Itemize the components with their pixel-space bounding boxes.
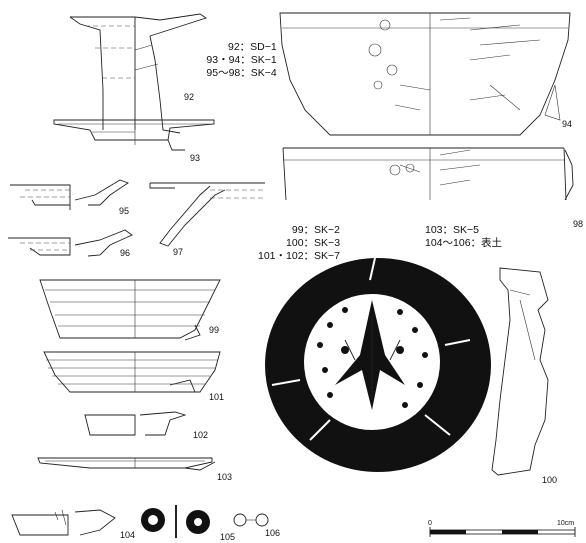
vessel-94-drawing (279, 12, 571, 136)
figure-label-99: 99 (209, 325, 220, 335)
legend-top-line-2: 93・94：SK−1 (206, 54, 277, 66)
vessel-97-drawing (149, 182, 265, 247)
legend-mid-99: 99：SK−2 (291, 224, 341, 236)
figure-label-95: 95 (119, 206, 130, 216)
figure-label-98: 98 (573, 219, 584, 229)
legend-mid-104-106: 104〜106：表土 (425, 237, 503, 249)
figure-label-101: 101 (209, 392, 225, 402)
scale-max-label: 10cm (557, 520, 575, 527)
vessel-92-drawing (69, 13, 208, 134)
vessel-100-profile-drawing (491, 267, 549, 476)
legend-mid-col-1: 99：SK−2 100：SK−3 101・102：SK−7 (258, 224, 340, 263)
vessel-106-drawing (233, 513, 269, 527)
vessel-101-drawing (43, 351, 221, 393)
figure-label-100: 100 (542, 475, 558, 485)
figure-label-93: 93 (190, 153, 201, 163)
legend-mid-103: 103：SK−5 (425, 224, 479, 236)
vessel-96-drawing (8, 229, 133, 257)
legend-mid-101-102: 101・102：SK−7 (258, 250, 341, 262)
figure-label-92: 92 (184, 92, 195, 102)
rubbing-100-drawing (265, 257, 491, 472)
vessel-104-drawing (11, 509, 116, 536)
figure-label-106: 106 (265, 528, 281, 538)
figure-label-97: 97 (173, 247, 184, 257)
legend-mid-100: 100：SK−3 (286, 237, 341, 249)
figure-label-105: 105 (220, 532, 236, 542)
scale-min-label: 0 (428, 520, 432, 527)
figure-label-94: 94 (562, 119, 573, 129)
vessel-95-drawing (10, 179, 129, 210)
legend-mid-col-2: 103：SK−5 104〜106：表土 (425, 224, 502, 250)
vessel-103-drawing (37, 457, 216, 471)
legend-top: 92：SD−1 93・94：SK−1 95〜98：SK−4 (200, 41, 277, 80)
vessel-102-drawing (84, 411, 187, 436)
figure-label-96: 96 (120, 248, 131, 258)
scale-bar (429, 527, 576, 537)
legend-top-line-1: 92：SD−1 (228, 41, 277, 53)
figure-label-104: 104 (120, 530, 136, 540)
vessel-93-drawing (53, 119, 215, 151)
vessel-105-drawing (141, 505, 210, 538)
vessel-99-drawing (39, 279, 221, 341)
vessel-98-drawing (282, 147, 574, 201)
figure-label-102: 102 (193, 430, 209, 440)
legend-top-line-3: 95〜98：SK−4 (206, 67, 277, 79)
figure-label-103: 103 (217, 472, 233, 482)
